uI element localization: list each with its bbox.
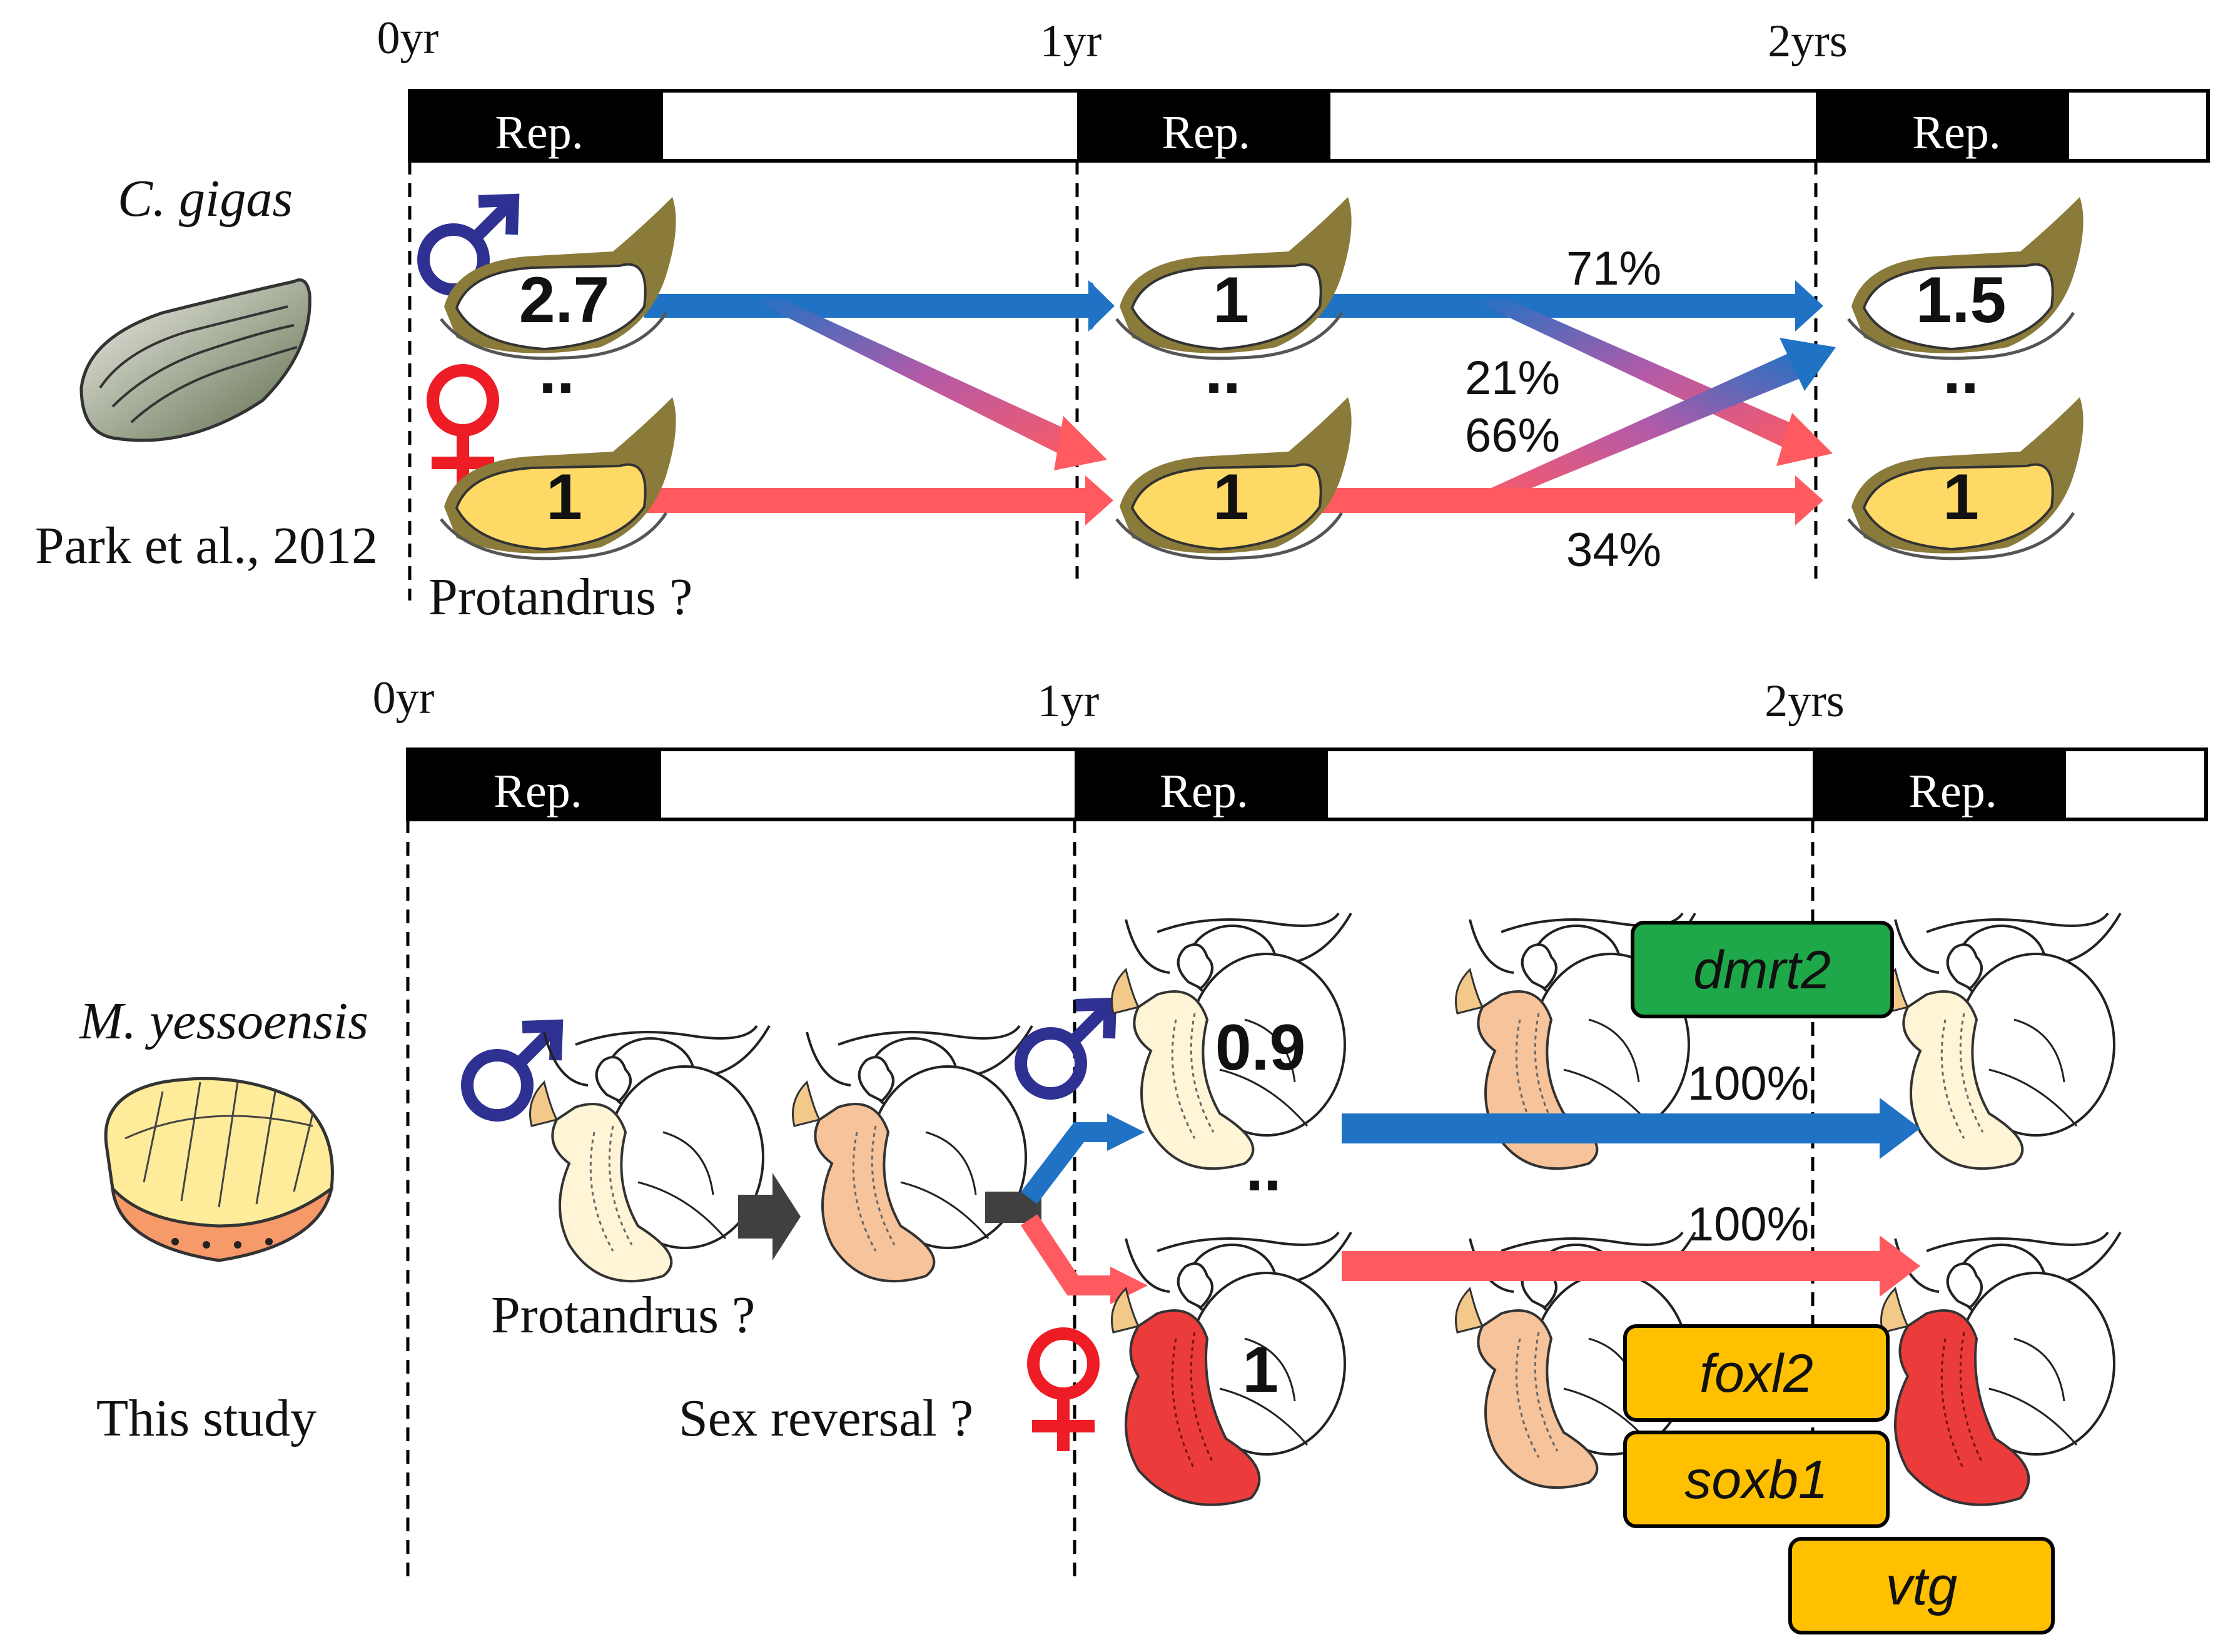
bottom-female-ratio: 1 xyxy=(1242,1334,1279,1406)
scallop-indifferent xyxy=(791,1025,1033,1283)
gene-label-dmrt2: dmrt2 xyxy=(1693,940,1831,1000)
gene-label-vtg: vtg xyxy=(1886,1556,1958,1616)
bottom-male-ratio: 0.9 xyxy=(1215,1011,1306,1084)
bottom-rep-label-3: Rep. xyxy=(1908,765,1997,818)
gene-box-soxb1: soxb1 xyxy=(1623,1431,1890,1528)
top-separator-0yr: ∙∙ xyxy=(539,352,575,424)
bottom-male-arrow xyxy=(1342,1113,1886,1143)
bottom-female-arrow xyxy=(1342,1251,1886,1281)
top-female-ratio-0yr: 1 xyxy=(546,461,582,534)
top-species-label: C. gigas xyxy=(118,170,293,228)
fork-male-branch xyxy=(1021,1122,1113,1204)
bottom-female-arrowhead xyxy=(1880,1235,1920,1297)
top-reference-label: Park et al., 2012 xyxy=(35,517,378,575)
bottom-tick-2yrs: 2yrs xyxy=(1765,676,1844,727)
top-male-ratio-1yr: 1 xyxy=(1213,264,1249,337)
bottom-tick-0yr: 0yr xyxy=(373,672,435,724)
bottom-male-symbol-1yr xyxy=(1021,1004,1110,1093)
scallop-early-male xyxy=(529,1025,771,1283)
bottom-separator: ∙∙ xyxy=(1245,1149,1282,1222)
top-pct-male-to-female: 21% xyxy=(1465,352,1560,405)
oyster-illustration xyxy=(79,278,311,442)
bottom-study-label: This study xyxy=(96,1389,316,1447)
top-tick-1yr: 1yr xyxy=(1040,16,1102,67)
top-tick-0yr: 0yr xyxy=(377,13,439,64)
bottom-tick-1yr: 1yr xyxy=(1038,676,1100,727)
gene-box-vtg: vtg xyxy=(1788,1537,2055,1634)
scallop-illustration xyxy=(104,1077,334,1262)
top-pct-male-to-male: 71% xyxy=(1566,242,1661,295)
fork-female-branch xyxy=(1020,1214,1117,1295)
top-male-ratio-2yrs: 1.5 xyxy=(1916,264,2007,337)
bottom-panel: 0yr 1yr 2yrs Rep. Rep. Rep. M. yessoensi… xyxy=(79,672,2208,1634)
top-separator-2yrs: ∙∙ xyxy=(1943,352,1979,424)
gene-box-foxl2: foxl2 xyxy=(1623,1324,1890,1422)
bottom-rep-label-1: Rep. xyxy=(494,765,582,818)
top-rep-label-2: Rep. xyxy=(1162,106,1250,159)
top-pct-female-to-female: 34% xyxy=(1566,524,1661,577)
bottom-pct-female: 100% xyxy=(1688,1198,1809,1251)
fork-male-arrowhead xyxy=(1107,1113,1145,1151)
top-protandrus-label: Protandrus ? xyxy=(428,568,692,626)
scallop-female-1yr xyxy=(1110,1231,1352,1506)
bottom-sex-reversal-label: Sex reversal ? xyxy=(679,1389,973,1447)
top-separator-1yr: ∙∙ xyxy=(1205,352,1241,424)
gene-label-foxl2: foxl2 xyxy=(1699,1344,1813,1404)
top-panel: 0yr 1yr 2yrs Rep. Rep. Rep. C. gigas Par… xyxy=(35,13,2210,626)
top-timeline-bar: Rep. Rep. Rep. xyxy=(408,89,2210,163)
scallop-female-2yrs xyxy=(1880,1231,2122,1506)
top-tick-2yrs: 2yrs xyxy=(1768,16,1847,67)
top-female-ratio-1yr: 1 xyxy=(1213,461,1249,534)
bottom-pct-male: 100% xyxy=(1688,1057,1809,1110)
top-rep-label-1: Rep. xyxy=(495,106,583,159)
top-female-ratio-2yrs: 1 xyxy=(1943,461,1979,534)
top-arrows xyxy=(644,280,1836,525)
bottom-protandrus-label: Protandrus ? xyxy=(491,1286,755,1344)
bottom-species-label: M. yessoensis xyxy=(79,992,368,1050)
dark-arrow-to-indifferent xyxy=(738,1173,801,1260)
bottom-rep-label-2: Rep. xyxy=(1160,765,1248,818)
top-pct-female-to-male: 66% xyxy=(1465,409,1560,462)
top-male-ratio-0yr: 2.7 xyxy=(519,264,610,337)
bottom-timeline-bar: Rep. Rep. Rep. xyxy=(406,747,2208,821)
bottom-female-symbol-1yr xyxy=(1032,1334,1095,1451)
bottom-male-arrowhead xyxy=(1880,1098,1920,1159)
gene-label-soxb1: soxb1 xyxy=(1684,1450,1828,1510)
gene-box-dmrt2: dmrt2 xyxy=(1631,921,1894,1018)
top-rep-label-3: Rep. xyxy=(1912,106,2000,159)
